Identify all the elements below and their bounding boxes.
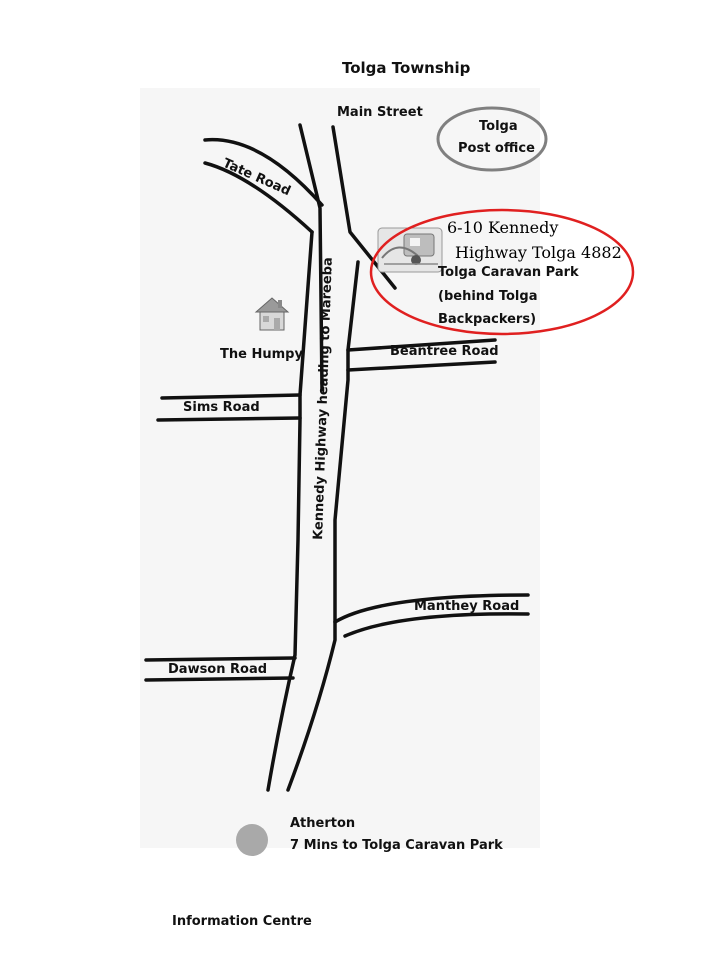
tate-road-upper — [203, 137, 324, 207]
sims-road-upper — [160, 393, 302, 400]
caravan-park-note-line2: Backpackers) — [438, 312, 536, 327]
post-office-label-line1: Tolga — [479, 119, 518, 134]
beantree-road-lower — [346, 360, 497, 372]
the-humpy-label: The Humpy — [220, 347, 303, 362]
caravan-icon — [377, 227, 443, 273]
information-centre-label: Information Centre — [172, 914, 312, 929]
address-line2: Highway Tolga 4882 — [455, 243, 622, 262]
caravan-park-highlight — [369, 208, 635, 336]
dawson-road-lower — [144, 676, 295, 682]
kennedy-highway-right — [286, 260, 360, 792]
post-office-outline — [436, 106, 548, 172]
tate-road-lower — [203, 161, 314, 234]
map-title: Tolga Township — [342, 59, 471, 77]
house-icon — [254, 297, 290, 331]
main-street-label: Main Street — [337, 105, 423, 120]
caravan-park-label: Tolga Caravan Park — [438, 265, 579, 280]
caravan-park-note-line1: (behind Tolga — [438, 289, 537, 304]
manthey-road-upper — [333, 593, 530, 624]
circle-marker-icon — [236, 824, 268, 856]
atherton-label: Atherton — [290, 816, 355, 831]
address-line1: 6-10 Kennedy — [447, 218, 558, 237]
dawson-road-upper — [144, 656, 297, 662]
manthey-road-lower — [343, 612, 530, 638]
sims-road-lower — [156, 416, 302, 422]
dawson-road-label: Dawson Road — [168, 662, 267, 677]
atherton-distance-label: 7 Mins to Tolga Caravan Park — [290, 838, 503, 853]
sims-road-label: Sims Road — [183, 400, 260, 415]
beantree-road-label: Beantree Road — [390, 344, 499, 359]
post-office-label-line2: Post office — [458, 141, 535, 156]
manthey-road-label: Manthey Road — [414, 599, 519, 614]
beantree-road-upper — [346, 338, 497, 352]
kennedy-highway-left — [266, 230, 314, 792]
main-street-road-left — [298, 123, 324, 392]
